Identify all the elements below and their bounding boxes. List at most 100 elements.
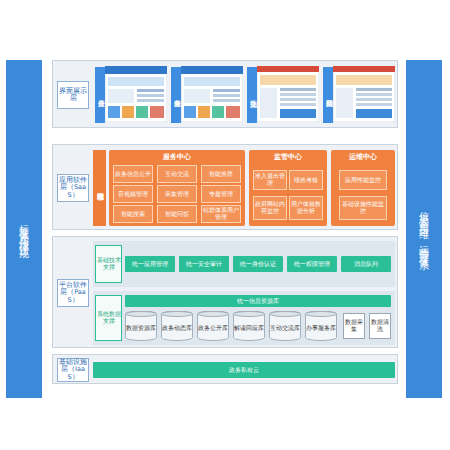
platform-box: 统一身份认证 [233, 256, 283, 272]
node-label: 站群体系用户管理 [202, 206, 240, 222]
node-label: 政务公开库 [197, 317, 229, 339]
node-label: 监管中心 [249, 150, 327, 164]
function-box: 音视频管理 [113, 185, 153, 203]
database-cylinder: 政务动态库 [161, 311, 193, 341]
node-label: 系统数据支撑 [95, 295, 122, 341]
platform-box: 统一信息资源库 [125, 295, 391, 307]
node-label: 政务动态库 [161, 317, 193, 339]
center-panel: 服务中心政务信息公开互动交流智能推荐音视频管理采集管理专题管理智能搜索智能问答站… [109, 150, 245, 226]
cylinder-body [126, 311, 157, 341]
cylinder-body [162, 311, 193, 341]
platform-box: 消息队列 [341, 256, 391, 272]
platform-box: 统一安全审计 [179, 256, 229, 272]
layer-band: 基础设施层（IaaS）政务私有云 [52, 354, 398, 384]
cylinder-top [270, 312, 301, 317]
database-cylinder: 解读回应库 [233, 311, 265, 341]
node-label: 政府网站内容监控 [254, 197, 286, 219]
database-cylinder: 办事服务库 [305, 311, 337, 341]
node-label: 数据采集 [344, 314, 364, 338]
node-label: 应用性能监控 [340, 171, 386, 189]
node-label: 平台软件层（PaaS） [57, 279, 89, 307]
node-label: 统一安全审计 [179, 256, 229, 272]
page-tab: 政务公开 [95, 67, 105, 123]
node-label: 政务私有云 [93, 362, 395, 378]
layer-band: 应用软件层（SaaS） 内容管理系统服务中心政务信息公开互动交流智能推荐音视频管理… [52, 144, 398, 230]
cylinder-top [162, 312, 193, 317]
page-tab: 互动交流 [247, 67, 257, 123]
node-label: 数据清洗 [370, 314, 390, 338]
layer-band: 界面展示层政务公开 政务服务 互动交流 网站类型 [52, 60, 398, 128]
node-label: 政务公开 [95, 67, 105, 123]
function-box: 政府网站内容监控 [253, 196, 287, 220]
node-label: 智能推荐 [202, 166, 240, 182]
node-label: 互动交流 [247, 67, 257, 123]
function-box: 互动交流 [157, 165, 197, 183]
cylinder-top [234, 312, 265, 317]
node-label: 互动交流 [158, 166, 196, 182]
node-label: 准入退出管理 [254, 171, 286, 189]
cylinder-body [234, 311, 265, 341]
function-box: 智能推荐 [201, 165, 241, 183]
node-label: 互动交流库 [269, 317, 301, 339]
function-box: 准入退出管理 [253, 170, 287, 190]
cylinder-body [306, 311, 337, 341]
database-cylinder: 政务公开库 [197, 311, 229, 341]
platform-box: 统一应用管理 [125, 256, 175, 272]
function-box: 专题管理 [201, 185, 241, 203]
node-label: 网站类型 [323, 67, 333, 123]
cylinder-top [306, 312, 337, 317]
node-label: 内容管理系统 [93, 150, 106, 226]
node-label: 政务服务 [171, 67, 181, 123]
function-box: 智能搜索 [113, 205, 153, 223]
node-label: 统一应用管理 [125, 256, 175, 272]
function-box: 政务信息公开 [113, 165, 153, 183]
system-tab: 内容管理系统 [93, 150, 106, 226]
cylinder-body [270, 311, 301, 341]
database-cylinder: 数据资源库 [125, 311, 157, 341]
node-label: 智能搜索 [114, 206, 152, 222]
page-tab: 政务服务 [171, 67, 181, 123]
node-label: 统一信息资源库 [125, 295, 391, 307]
node-label: 基础设施性能监控 [340, 197, 386, 219]
side-band: 标准体系与法律法规 [6, 60, 42, 398]
node-label: 数据资源库 [125, 317, 157, 339]
center-panel: 监管中心准入退出管理绩效考核政府网站内容监控用户体验数据分析 [249, 150, 327, 226]
node-label: 界面展示层 [57, 81, 89, 109]
node-label: 政务信息公开 [114, 166, 152, 182]
node-label: 采集管理 [158, 186, 196, 202]
side-band: 信息安全与运维、运营管理体系 [406, 60, 442, 398]
node-label: 音视频管理 [114, 186, 152, 202]
center-panel: 运维中心应用性能监控基础设施性能监控 [331, 150, 395, 226]
node-label: 信息安全与运维、运营管理体系 [406, 60, 442, 398]
cylinder-body [198, 311, 229, 341]
page-tab: 网站类型 [323, 67, 333, 123]
node-label: 绩效考核 [290, 171, 322, 189]
node-label: 统一权限管理 [287, 256, 337, 272]
data-box: 数据清洗 [369, 313, 391, 339]
node-label: 办事服务库 [305, 317, 337, 339]
database-cylinder: 互动交流库 [269, 311, 301, 341]
platform-box: 统一权限管理 [287, 256, 337, 272]
node-label: 消息队列 [341, 256, 391, 272]
function-box: 采集管理 [157, 185, 197, 203]
node-label: 基础技术支撑 [95, 245, 122, 283]
cylinder-top [126, 312, 157, 317]
function-box: 绩效考核 [289, 170, 323, 190]
function-box: 用户体验数据分析 [289, 196, 323, 220]
node-label: 用户体验数据分析 [290, 197, 322, 219]
node-label: 运维中心 [331, 150, 395, 164]
node-label: 标准体系与法律法规 [6, 60, 42, 398]
node-label: 解读回应库 [233, 317, 265, 339]
support-row: 基础技术支撑统一应用管理统一安全审计统一身份认证统一权限管理消息队列 [93, 241, 395, 287]
function-box: 应用性能监控 [339, 170, 387, 190]
node-label: 基础设施层（IaaS） [57, 358, 89, 382]
layer-band: 平台软件层（PaaS）基础技术支撑统一应用管理统一安全审计统一身份认证统一权限管… [52, 236, 398, 348]
function-box: 智能问答 [157, 205, 197, 223]
node-label: 应用软件层（SaaS） [57, 174, 89, 202]
node-label: 统一身份认证 [233, 256, 283, 272]
data-box: 数据采集 [343, 313, 365, 339]
node-label: 专题管理 [202, 186, 240, 202]
platform-box: 政务私有云 [93, 362, 395, 378]
node-label: 服务中心 [109, 150, 245, 164]
